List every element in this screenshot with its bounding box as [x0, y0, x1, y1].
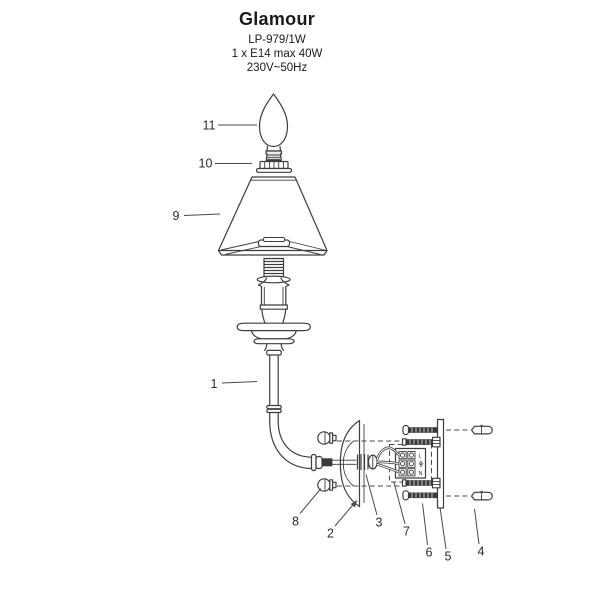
part-label-10: 10 — [199, 157, 213, 171]
wires-drawing — [375, 446, 400, 474]
part-label-4: 4 — [478, 545, 485, 559]
wall-cup-drawing — [339, 419, 365, 508]
wall-anchors-drawing — [470, 424, 493, 501]
lamp-spec: 1 x E14 max 40W — [231, 48, 323, 60]
terminal-live-label: L — [419, 454, 422, 460]
lampshade-drawing — [217, 176, 328, 256]
nipple-nuts-drawing — [356, 453, 378, 471]
leader-lines — [183, 124, 480, 550]
dome-screw-bottom-drawing — [317, 478, 337, 492]
alignment-dashed-lines — [337, 429, 469, 497]
terminal-neutral-label: N — [419, 471, 423, 477]
part-label-1: 1 — [211, 377, 218, 391]
part-label-8: 8 — [292, 515, 299, 529]
part-label-2: 2 — [327, 527, 334, 541]
power-spec: 230V~50Hz — [246, 62, 308, 74]
candle-holder-drawing — [236, 257, 311, 356]
mounting-screws-drawing — [401, 424, 441, 501]
product-title: Glamour — [238, 9, 316, 29]
mounting-bar-drawing — [436, 418, 445, 509]
part-label-6: 6 — [426, 546, 433, 560]
part-label-7: 7 — [403, 525, 410, 539]
part-label-9: 9 — [173, 209, 180, 223]
terminal-screws — [398, 451, 416, 477]
model-number: LP-979/1W — [248, 34, 306, 46]
part-label-3: 3 — [376, 516, 383, 530]
dome-screw-top-drawing — [317, 431, 337, 445]
bulb-drawing — [258, 93, 289, 165]
socket-ring-drawing — [255, 160, 293, 173]
part-number-labels: 11 10 9 1 8 2 3 7 6 5 4 — [173, 119, 485, 564]
earth-ground-icon — [418, 460, 424, 467]
arrowhead-part2 — [350, 500, 358, 508]
arm-tube-drawing — [266, 354, 357, 472]
part-label-11: 11 — [203, 119, 216, 133]
part-label-5: 5 — [445, 550, 452, 564]
